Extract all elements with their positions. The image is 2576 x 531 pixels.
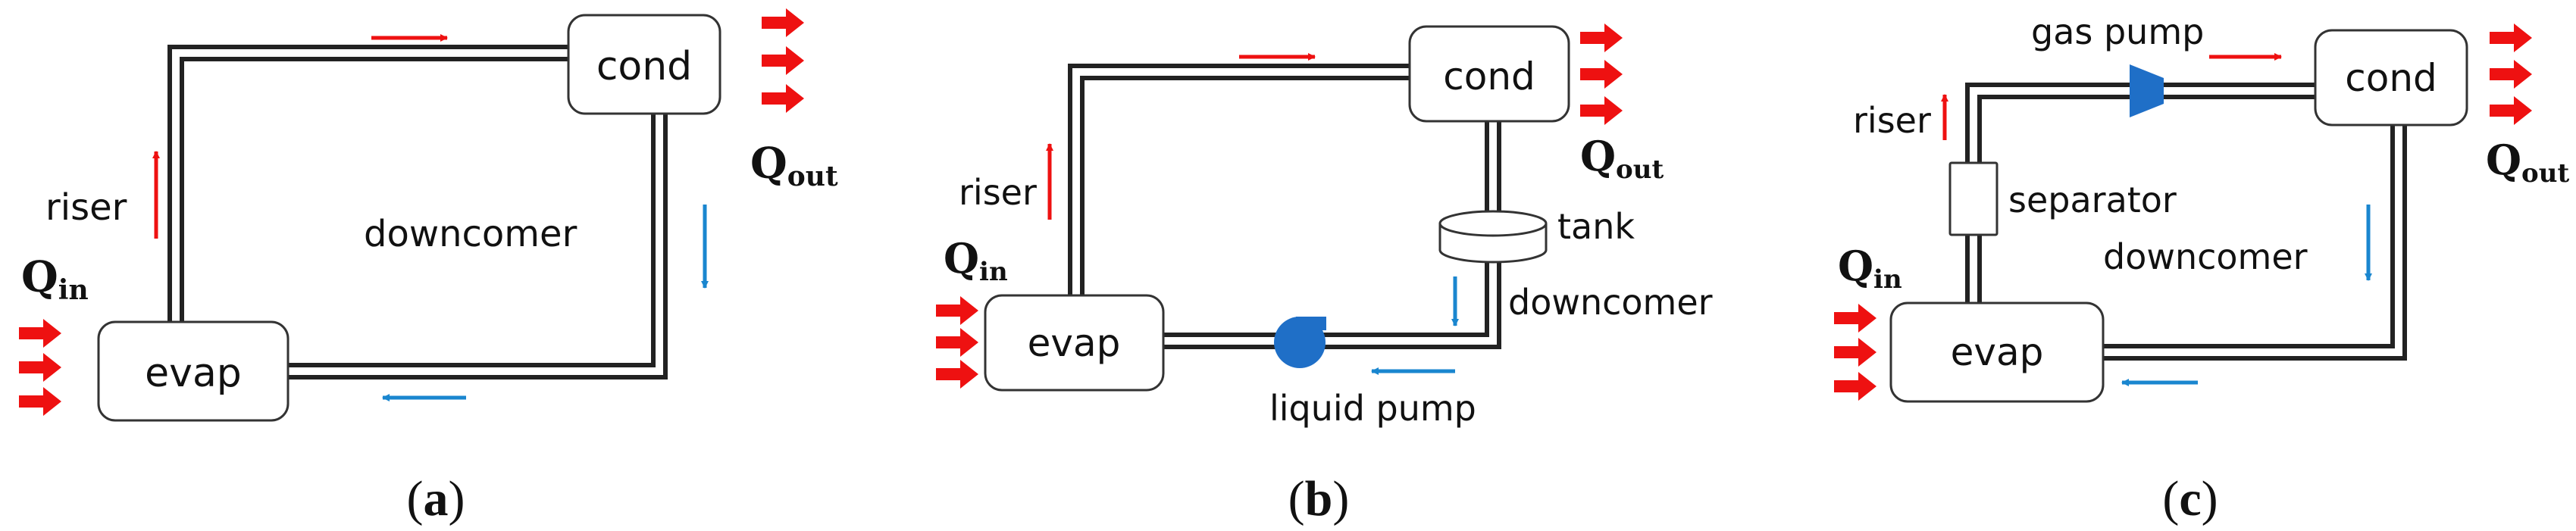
downcomer-label: downcomer (1508, 282, 1713, 323)
separator-label: separator (2008, 180, 2177, 220)
condenser-box (1408, 25, 1570, 123)
riser-label: riser (1853, 100, 1931, 141)
riser-label: riser (45, 186, 127, 229)
q-in-label: Qin (1838, 242, 1902, 295)
heat-in-arrows (1834, 304, 1876, 401)
caption-a: (a) (407, 471, 465, 526)
gas-pump-label: gas pump (2031, 11, 2204, 52)
heat-in-arrows (936, 296, 978, 389)
liquid-pump-icon (1274, 317, 1326, 368)
condenser-box (2314, 29, 2468, 127)
riser-label: riser (959, 172, 1037, 213)
q-out-label: Qout (1580, 132, 1664, 185)
q-out-label: Qout (2486, 136, 2569, 189)
gas-pump-icon (2130, 64, 2164, 117)
tank (1438, 210, 1548, 264)
evaporator-label: evap (1951, 330, 2044, 374)
evaporator-label: evap (145, 351, 242, 396)
downcomer-label: downcomer (2103, 236, 2308, 277)
panel-a: cond evap riser downcomer Qin Qout (a) (19, 8, 838, 526)
q-in-label: Qin (944, 234, 1008, 287)
panel-c: cond separator evap gas pump riser downc… (1834, 11, 2569, 526)
caption-b: (b) (1288, 471, 1350, 526)
evaporator-label: evap (1028, 321, 1121, 365)
heat-out-arrows (762, 8, 804, 113)
panel-b: cond tank evap liquid pump riser downco (936, 23, 1713, 526)
evaporator-box (97, 320, 290, 422)
tank-label: tank (1557, 206, 1635, 247)
condenser-label: cond (596, 44, 692, 89)
condenser-label: cond (1443, 55, 1535, 98)
heat-in-arrows (19, 319, 61, 416)
riser-pipe (1068, 64, 1410, 318)
liquid-pump-label: liquid pump (1269, 388, 1476, 429)
condenser-box (567, 14, 721, 115)
q-out-label: Qout (750, 139, 838, 192)
riser-pipe (167, 45, 568, 333)
condenser-label: cond (2345, 56, 2437, 100)
caption-c: (c) (2162, 471, 2218, 526)
separator-box (1948, 161, 1999, 236)
q-in-label: Qin (21, 252, 89, 306)
evaporator-box (1889, 301, 2105, 403)
heat-out-arrows (1580, 23, 1623, 125)
evaporator-box (984, 294, 1165, 392)
heat-out-arrows (2490, 23, 2532, 125)
downcomer-label: downcomer (364, 213, 577, 255)
